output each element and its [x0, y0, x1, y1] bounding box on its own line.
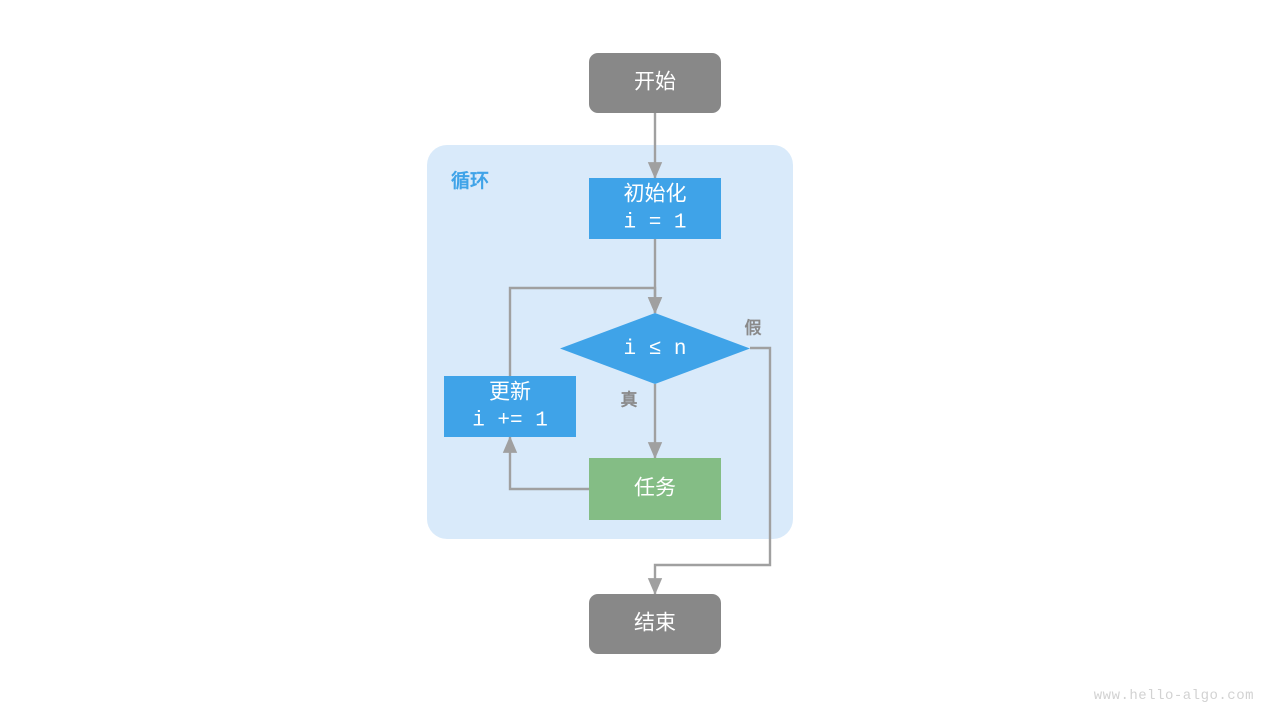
node-text-init-line2: i = 1 — [623, 212, 686, 235]
loop-group-label: 循环 — [451, 169, 489, 192]
node-text-update-line2: i += 1 — [472, 410, 548, 433]
node-shape-init — [589, 178, 721, 239]
node-text-update-line1: 更新 — [489, 381, 531, 404]
connector-task-to-update — [502, 436, 589, 491]
connector-condition-false-to-end — [647, 346, 772, 595]
node-shape-task — [589, 458, 721, 520]
edge-label-condition-true-to-task: 真 — [621, 389, 638, 409]
connector-update-to-condition — [508, 286, 663, 376]
node-text-start-line1: 开始 — [634, 71, 676, 94]
node-text-end-line1: 结束 — [634, 612, 676, 635]
node-text-condition-line1: i ≤ n — [623, 338, 686, 361]
watermark: www.hello-algo.com — [1093, 688, 1254, 704]
node-shape-end — [589, 594, 721, 654]
edges-layer — [502, 113, 772, 595]
node-update[interactable]: 更新 i += 1 — [444, 376, 576, 437]
node-shape-condition — [560, 313, 750, 384]
node-task[interactable]: 任务 — [589, 458, 721, 520]
node-condition[interactable]: i ≤ n — [560, 313, 750, 384]
node-text-init-line1: 初始化 — [624, 183, 687, 206]
node-shape-start — [589, 53, 721, 113]
node-end[interactable]: 结束 — [589, 594, 721, 654]
node-shape-update — [444, 376, 576, 437]
node-start[interactable]: 开始 — [589, 53, 721, 113]
edge-labels-layer: 真假 — [621, 317, 762, 409]
edge-label-condition-false-to-end: 假 — [745, 317, 762, 337]
node-text-task-line1: 任务 — [634, 477, 676, 500]
node-init[interactable]: 初始化 i = 1 — [589, 178, 721, 239]
